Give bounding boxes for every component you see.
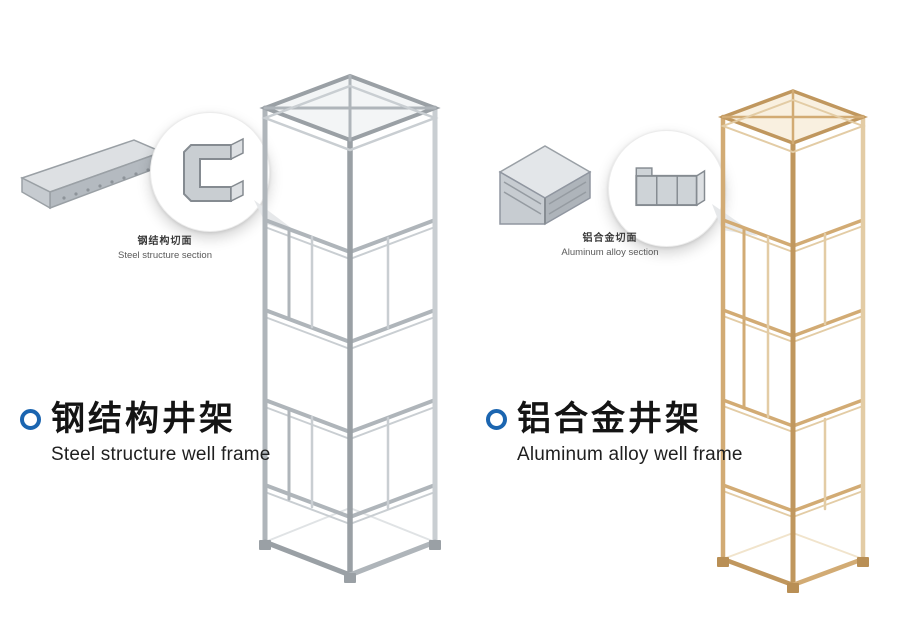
aluminum-title: 铝合金井架 [517, 400, 702, 438]
aluminum-profile-icon [635, 167, 706, 207]
aluminum-subtitle: Aluminum alloy well frame [517, 444, 743, 466]
steel-caption-zh: 钢结构切面 [137, 236, 193, 247]
steel-callout-caption: 钢结构切面 Steel structure section [95, 236, 235, 261]
steel-section-lens-icon [150, 112, 270, 232]
steel-panel: 钢结构切面 Steel structure section [20, 73, 441, 583]
aluminum-tower-illustration [717, 89, 869, 593]
steel-subtitle: Steel structure well frame [51, 444, 271, 466]
steel-titleblock: 钢结构井架 Steel structure well frame [20, 400, 271, 466]
aluminum-caption-zh: 铝合金切面 [582, 233, 638, 244]
aluminum-titleblock: 铝合金井架 Aluminum alloy well frame [486, 400, 743, 466]
steel-beam-icon [20, 139, 165, 210]
steel-profile-icon [183, 137, 244, 203]
steel-title: 钢结构井架 [51, 400, 236, 438]
aluminum-corner-icon [498, 145, 592, 226]
bullet-icon [20, 409, 41, 431]
aluminum-panel: 铝合金切面 Aluminum alloy section [450, 0, 900, 640]
bullet-icon [486, 409, 507, 431]
steel-caption-en: Steel structure section [118, 249, 212, 261]
steel-tower-illustration [259, 73, 441, 583]
aluminum-callout-caption: 铝合金切面 Aluminum alloy section [540, 233, 680, 258]
aluminum-caption-en: Aluminum alloy section [561, 246, 659, 258]
aluminum-section-lens-icon [608, 130, 725, 247]
